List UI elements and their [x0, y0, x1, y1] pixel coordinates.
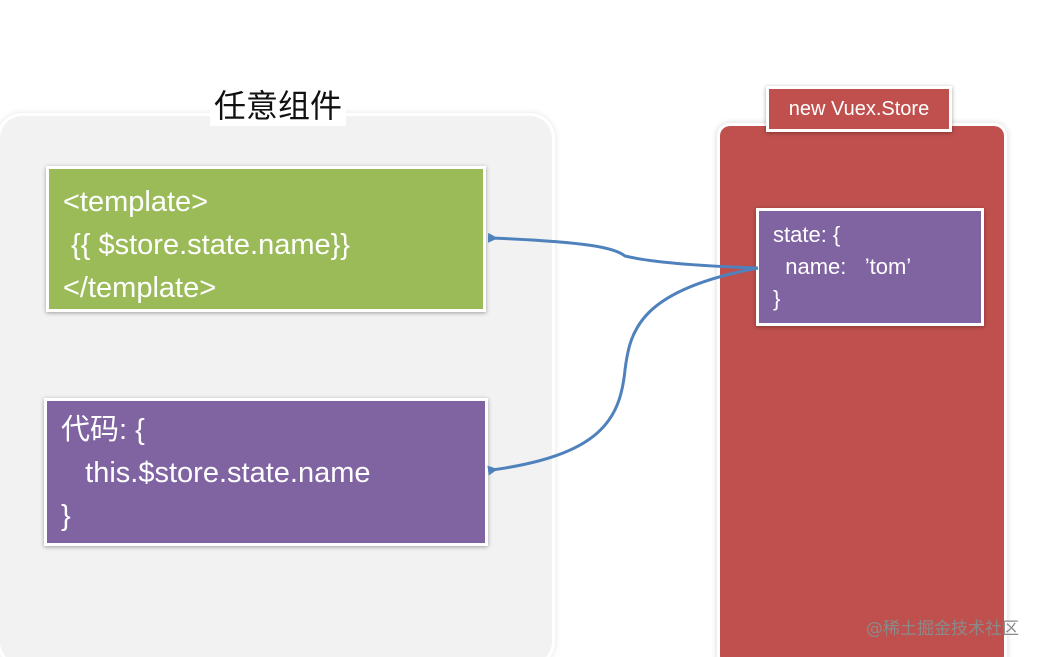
template-line-expression: {{ $store.state.name}} [63, 229, 350, 261]
component-title: 任意组件 [210, 86, 346, 126]
code-line-close: } [61, 500, 71, 532]
state-line-open: state: { [773, 222, 841, 247]
state-box: state: { name: ’tom’ } [756, 208, 984, 326]
vuex-store-label: new Vuex.Store [766, 86, 952, 132]
code-box: 代码: { this.$store.state.name } [44, 398, 488, 546]
vuex-store-panel [720, 126, 1004, 657]
code-line-open: 代码: { [61, 414, 145, 446]
code-line-access: this.$store.state.name [61, 457, 371, 489]
state-line-name: name: ’tom’ [773, 254, 912, 279]
template-line-close: </template> [63, 272, 217, 304]
watermark-text: @稀土掘金技术社区 [866, 619, 1019, 639]
state-line-close: } [773, 286, 781, 311]
template-box: <template> {{ $store.state.name}} </temp… [46, 166, 486, 312]
template-line-open: <template> [63, 186, 209, 218]
